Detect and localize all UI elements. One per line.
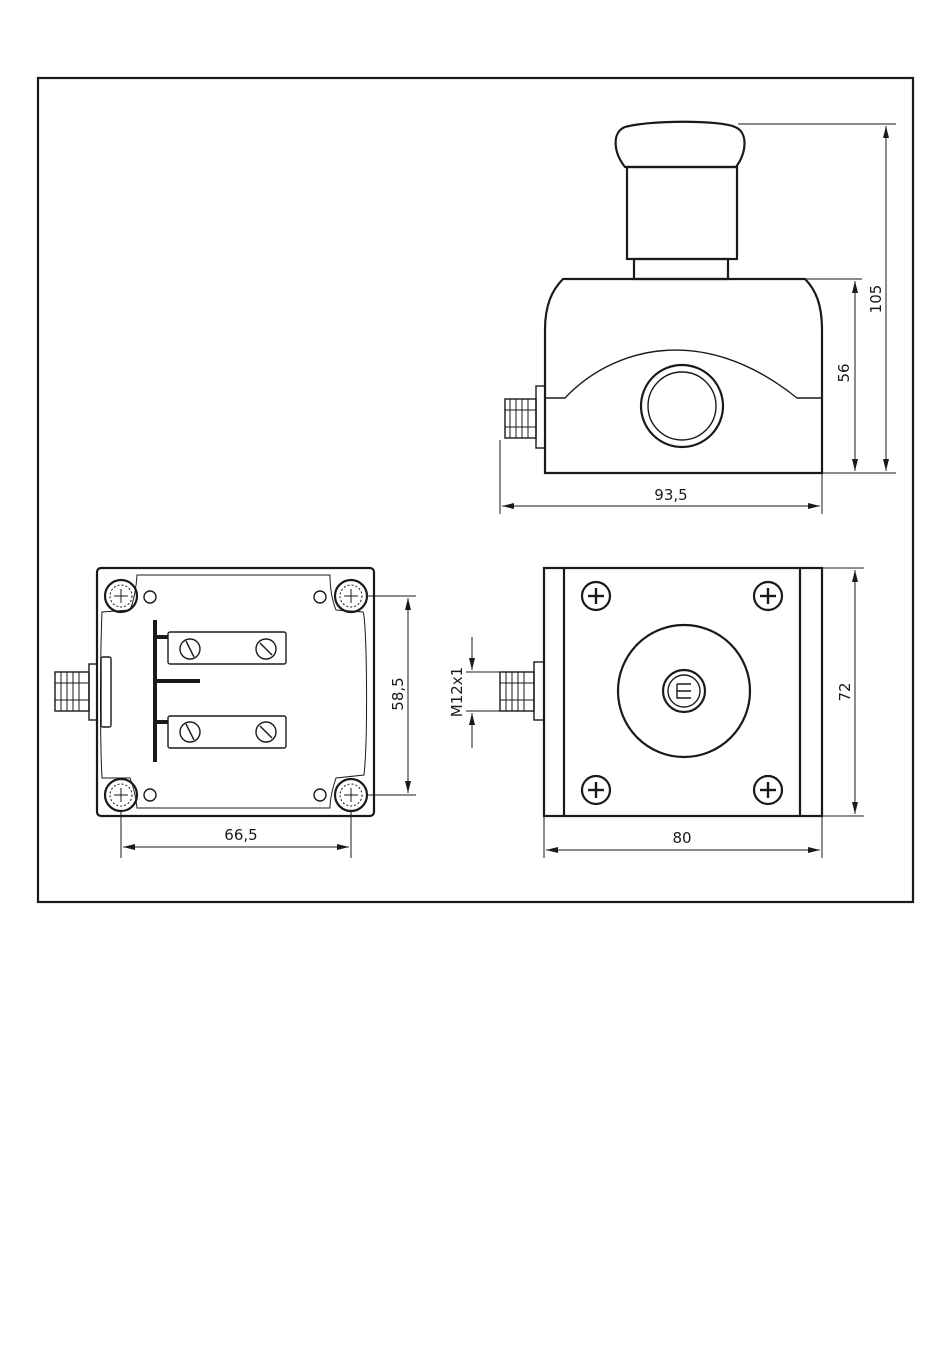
mounting-hole-top-left <box>105 580 137 612</box>
top-view: M12x1 80 72 <box>448 568 864 858</box>
dim-label-connector-thread: M12x1 <box>448 667 466 717</box>
cover-screw-top-right <box>754 582 782 610</box>
mounting-hole-bottom-left <box>105 779 137 811</box>
housing-bottom-outline <box>97 568 374 816</box>
dim-label-hole-spacing-horizontal: 66,5 <box>224 826 257 844</box>
dim-label-housing-height: 56 <box>835 363 853 382</box>
housing-inner-outline <box>101 575 367 808</box>
dim-label-top-width: 80 <box>672 829 691 847</box>
button-stem <box>627 167 737 259</box>
key-release-icon <box>663 670 705 712</box>
contact-block-upper <box>168 632 286 664</box>
housing-arch <box>545 350 822 398</box>
cover-screw-bottom-right <box>754 776 782 804</box>
dim-label-top-depth: 72 <box>836 682 854 701</box>
mounting-hole-top-right <box>335 580 367 612</box>
m12-connector-top <box>500 662 544 720</box>
screw-hole <box>144 789 156 801</box>
indicator-lens-inner <box>648 372 716 440</box>
housing-side <box>545 279 822 473</box>
mounting-hole-bottom-right <box>335 779 367 811</box>
dim-label-hole-spacing-vertical: 58,5 <box>389 677 407 710</box>
bottom-view: 66,5 58,5 <box>55 568 416 858</box>
button-collar <box>634 259 728 279</box>
contact-block-lower <box>168 716 286 748</box>
dim-label-side-width: 93,5 <box>654 486 687 504</box>
indicator-lens-outer <box>641 365 723 447</box>
screw-hole <box>144 591 156 603</box>
mushroom-head <box>616 122 745 167</box>
side-view: 105 56 93,5 <box>500 122 896 514</box>
dim-label-overall-height: 105 <box>867 285 885 314</box>
cover-screw-bottom-left <box>582 776 610 804</box>
cover-screw-top-left <box>582 582 610 610</box>
m12-connector-bottom <box>55 657 111 727</box>
screw-hole <box>314 591 326 603</box>
m12-connector-side <box>505 386 545 448</box>
screw-hole <box>314 789 326 801</box>
drawing-frame <box>38 78 913 902</box>
